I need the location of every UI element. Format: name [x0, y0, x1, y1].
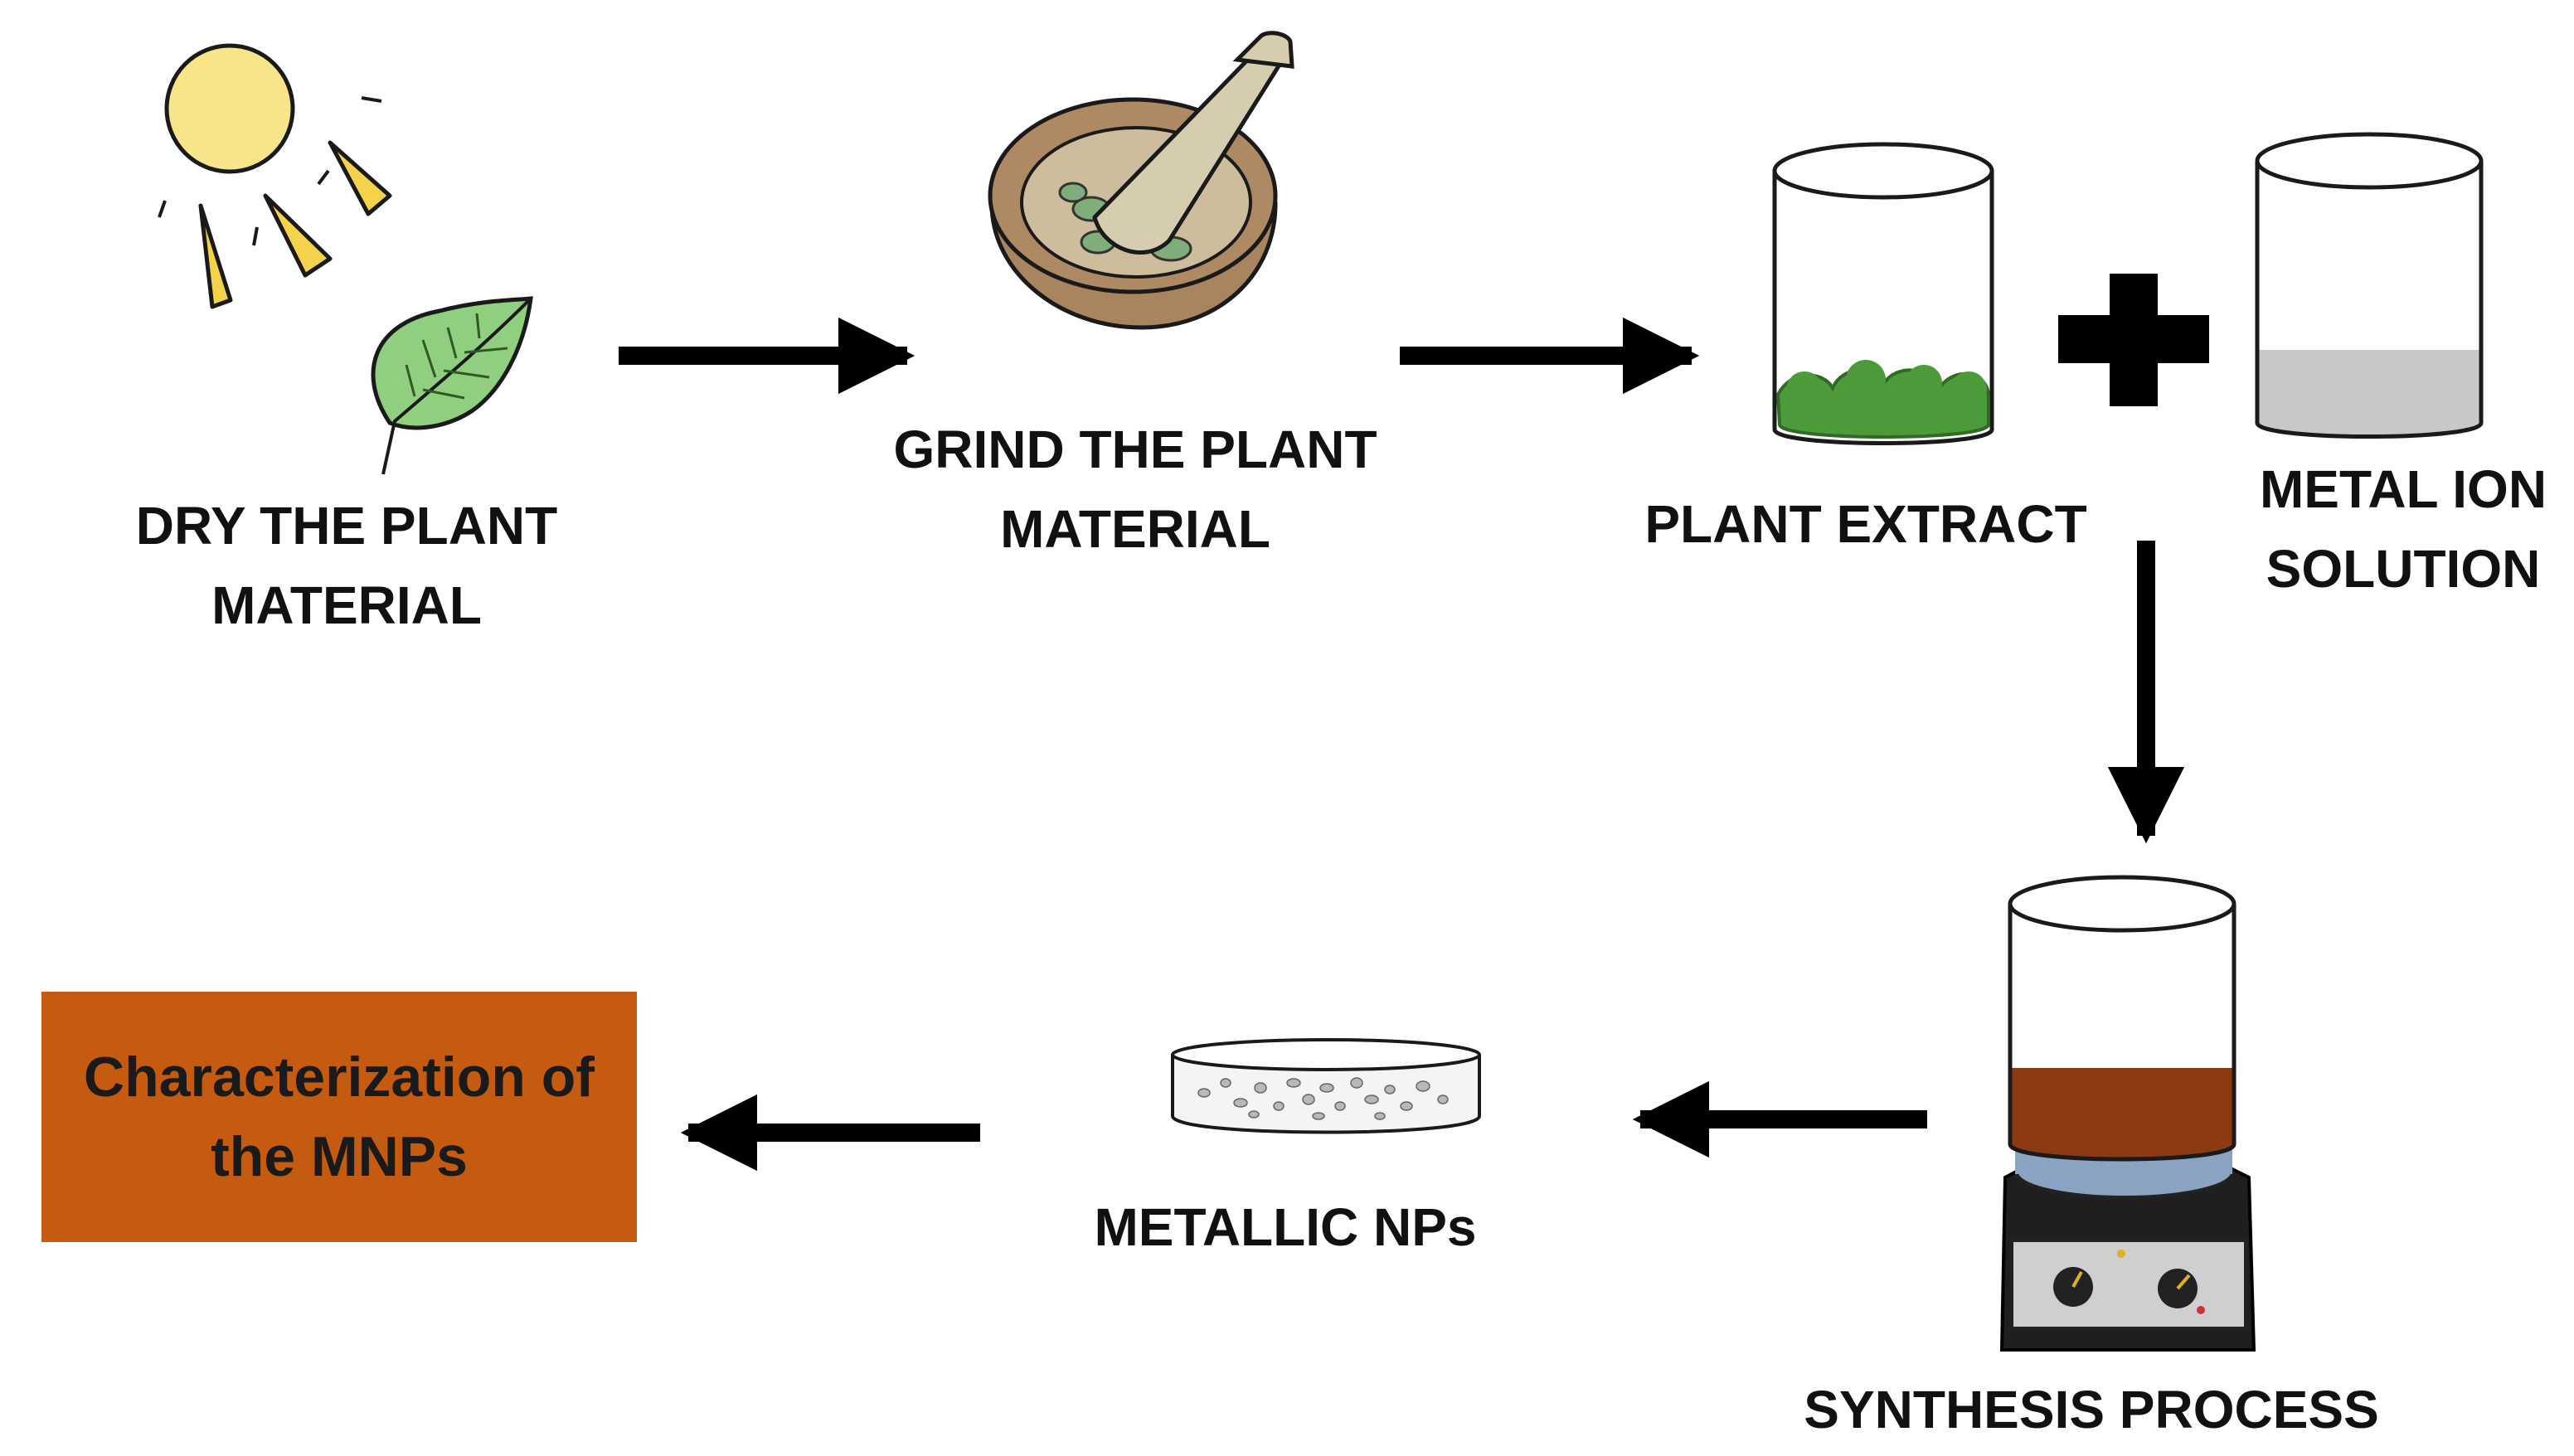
label-plant-extract: PLANT EXTRACT — [1634, 484, 2098, 564]
label-synthesis-text: SYNTHESIS PROCESS — [1804, 1380, 2379, 1439]
mortar-pestle-icon — [988, 31, 1294, 330]
label-grind-line2: MATERIAL — [1000, 499, 1270, 559]
label-dry-line2: MATERIAL — [211, 575, 482, 635]
sun-icon — [158, 43, 392, 309]
label-synthesis-process: SYNTHESIS PROCESS — [1793, 1370, 2390, 1449]
plus-icon — [2058, 274, 2209, 406]
label-nps-text: METALLIC NPs — [1094, 1197, 1477, 1257]
characterization-box — [41, 992, 637, 1242]
label-metal-ion-solution: METAL ION SOLUTION — [2239, 449, 2567, 609]
label-metal-line2: SOLUTION — [2266, 539, 2541, 599]
beaker-plant-extract-icon — [1772, 142, 1994, 445]
label-grind-plant-material: GRIND THE PLANT MATERIAL — [876, 410, 1395, 569]
beaker-metal-ion-icon — [2255, 132, 2484, 439]
label-metallic-nps: METALLIC NPs — [1070, 1187, 1501, 1267]
hotplate-beaker-icon — [1999, 875, 2256, 1352]
label-characterization-line2: the MNPs — [211, 1125, 468, 1188]
label-characterization: Characterization of the MNPs — [41, 992, 637, 1242]
label-grind-line1: GRIND THE PLANT — [893, 420, 1377, 479]
petri-dish-icon — [1171, 1038, 1481, 1134]
label-dry-plant-material: DRY THE PLANT MATERIAL — [108, 486, 585, 645]
label-dry-line1: DRY THE PLANT — [135, 496, 558, 556]
label-characterization-line1: Characterization of — [84, 1046, 595, 1109]
leaf-icon — [371, 296, 533, 475]
label-extract-text: PLANT EXTRACT — [1644, 494, 2087, 554]
label-metal-line1: METAL ION — [2259, 459, 2547, 519]
